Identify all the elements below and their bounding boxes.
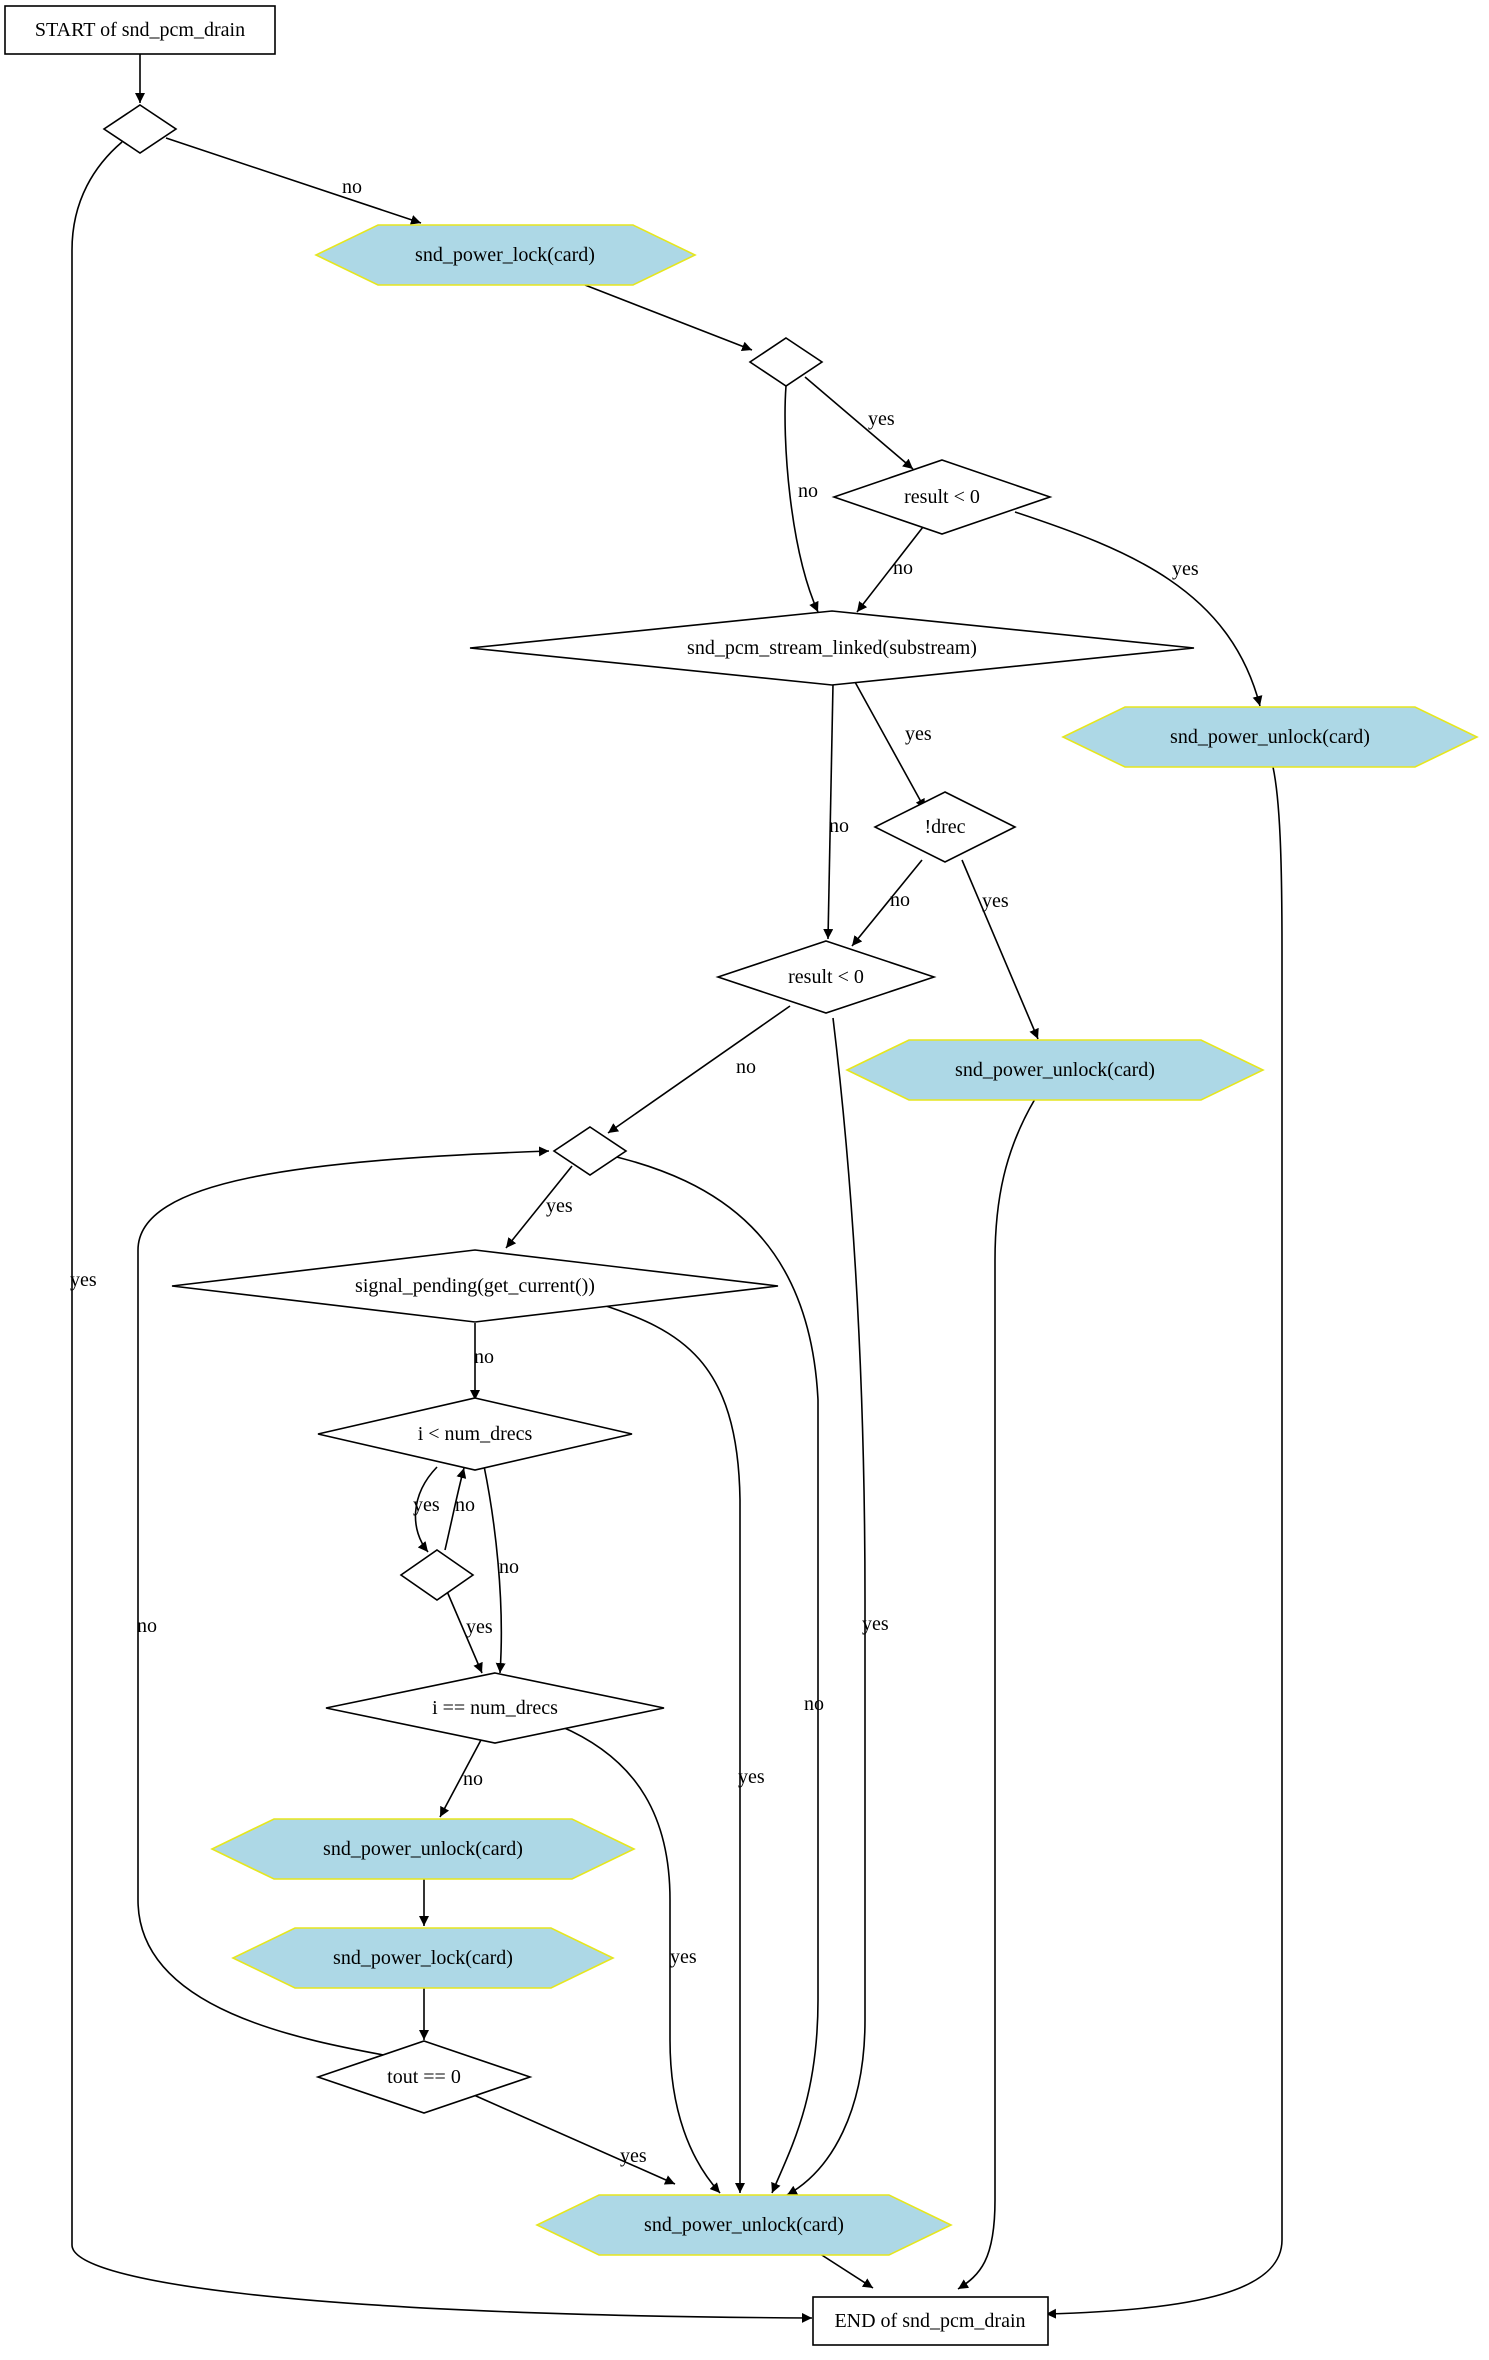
edge-unlock-m-end <box>957 1098 1036 2290</box>
svg-text:snd_power_lock(card): snd_power_lock(card) <box>333 1947 513 1969</box>
edge-result1-linked <box>856 526 924 613</box>
svg-text:!drec: !drec <box>924 816 965 838</box>
svg-text:result < 0: result < 0 <box>904 486 980 508</box>
label-d4-ieq: yes <box>466 1616 493 1638</box>
label-d2-result1: yes <box>868 408 895 430</box>
svg-text:tout == 0: tout == 0 <box>387 2066 461 2088</box>
label-ieq-unlock-b: yes <box>670 1946 697 1968</box>
node-i-less-num-drecs: i < num_drecs <box>317 1397 633 1471</box>
node-decision-4 <box>399 1549 475 1601</box>
node-stream-linked: snd_pcm_stream_linked(substream) <box>469 610 1195 686</box>
edge-inum-ieq <box>483 1465 506 1674</box>
node-end: END of snd_pcm_drain <box>812 2296 1049 2346</box>
edge-d1-lock1 <box>165 137 422 225</box>
svg-text:snd_power_unlock(card): snd_power_unlock(card) <box>323 1838 523 1860</box>
node-result-check-1: result < 0 <box>831 459 1053 535</box>
label-result2-unlock: yes <box>862 1613 889 1635</box>
edge-tout-unlock <box>466 2091 676 2185</box>
label-result1-linked: no <box>893 557 913 579</box>
node-decision-1 <box>102 104 178 154</box>
node-decision-3 <box>552 1126 628 1176</box>
edge-d3-unlock <box>603 1153 819 2194</box>
edge-drec-unlock <box>961 859 1039 1040</box>
svg-text:snd_pcm_stream_linked(substrea: snd_pcm_stream_linked(substream) <box>687 637 977 659</box>
edge-d2-linked <box>784 385 819 613</box>
edge-unlock-r-end <box>1045 766 1283 2319</box>
label-d3-signal: yes <box>546 1195 573 1217</box>
node-result-check-2: result < 0 <box>715 940 937 1014</box>
edge-result2-d3 <box>607 1005 791 1134</box>
svg-text:i < num_drecs: i < num_drecs <box>418 1423 533 1445</box>
label-inum-ieq: no <box>499 1556 519 1578</box>
edge-ieq-unlock-l <box>439 1739 482 1818</box>
edge-d3-signal <box>505 1165 573 1249</box>
node-power-lock-1: snd_power_lock(card) <box>314 224 697 286</box>
label-drec-result2: no <box>890 889 910 911</box>
node-tout-check: tout == 0 <box>315 2040 533 2114</box>
edge-linked-result2 <box>823 683 834 940</box>
node-power-lock-left: snd_power_lock(card) <box>231 1927 615 1989</box>
label-ieq-unlock-l: no <box>463 1768 483 1790</box>
label-inum-d4: yes <box>413 1494 440 1516</box>
node-start: START of snd_pcm_drain <box>4 5 276 55</box>
label-linked-result2: no <box>829 815 849 837</box>
edge-d4-inum <box>444 1467 467 1551</box>
label-result2-d3: no <box>736 1056 756 1078</box>
label-tout-unlock: yes <box>620 2145 647 2167</box>
label-signal-inum: no <box>474 1346 494 1368</box>
edges <box>71 54 1283 2323</box>
label-d2-linked: no <box>798 480 818 502</box>
node-drec-check: !drec <box>873 791 1017 863</box>
edge-lock1-d2 <box>584 284 753 352</box>
edge-signal-unlock <box>599 1303 745 2193</box>
node-i-equals-num-drecs: i == num_drecs <box>325 1672 665 1744</box>
svg-text:snd_power_unlock(card): snd_power_unlock(card) <box>955 1059 1155 1081</box>
node-signal-pending: signal_pending(get_current()) <box>171 1249 779 1323</box>
edge-drec-result2 <box>851 859 923 947</box>
nodes: START of snd_pcm_drain snd_power_lock(ca… <box>4 5 1479 2346</box>
svg-text:snd_power_unlock(card): snd_power_unlock(card) <box>1170 726 1370 748</box>
edge-d2-result1 <box>804 376 914 470</box>
label-tout-d3: no <box>137 1615 157 1637</box>
svg-text:i == num_drecs: i == num_drecs <box>432 1697 558 1719</box>
edge-ieq-unlock-b <box>559 1725 721 2194</box>
label-d1-lock1: no <box>342 176 362 198</box>
svg-text:snd_power_unlock(card): snd_power_unlock(card) <box>644 2214 844 2236</box>
edge-d1-end <box>71 141 813 2323</box>
edge-labels: no yes yes no no yes yes no no yes no ye… <box>70 176 1199 2167</box>
label-drec-unlock: yes <box>982 890 1009 912</box>
node-power-unlock-right: snd_power_unlock(card) <box>1061 706 1479 768</box>
svg-text:snd_power_lock(card): snd_power_lock(card) <box>415 244 595 266</box>
edge-result2-unlock <box>786 1017 866 2196</box>
node-start-label: START of snd_pcm_drain <box>35 19 245 41</box>
node-decision-2 <box>748 337 824 387</box>
svg-text:signal_pending(get_current()): signal_pending(get_current()) <box>355 1275 595 1297</box>
svg-text:result < 0: result < 0 <box>788 966 864 988</box>
label-d3-unlock: no <box>804 1693 824 1715</box>
edge-inum-d4 <box>414 1466 438 1553</box>
node-power-unlock-left: snd_power_unlock(card) <box>210 1818 636 1880</box>
node-end-label: END of snd_pcm_drain <box>834 2310 1025 2332</box>
node-power-unlock-middle: snd_power_unlock(card) <box>845 1039 1265 1101</box>
label-result1-unlock: yes <box>1172 558 1199 580</box>
label-d4-inum: no <box>455 1494 475 1516</box>
label-d1-end: yes <box>70 1269 97 1291</box>
node-power-unlock-bottom: snd_power_unlock(card) <box>535 2194 953 2256</box>
edge-result1-unlock <box>1014 511 1263 707</box>
edge-d4-ieq <box>445 1588 483 1674</box>
label-linked-drec: yes <box>905 723 932 745</box>
edge-tout-d3 <box>137 1146 550 2059</box>
label-signal-unlock: yes <box>738 1766 765 1788</box>
edge-linked-drec <box>854 681 926 810</box>
